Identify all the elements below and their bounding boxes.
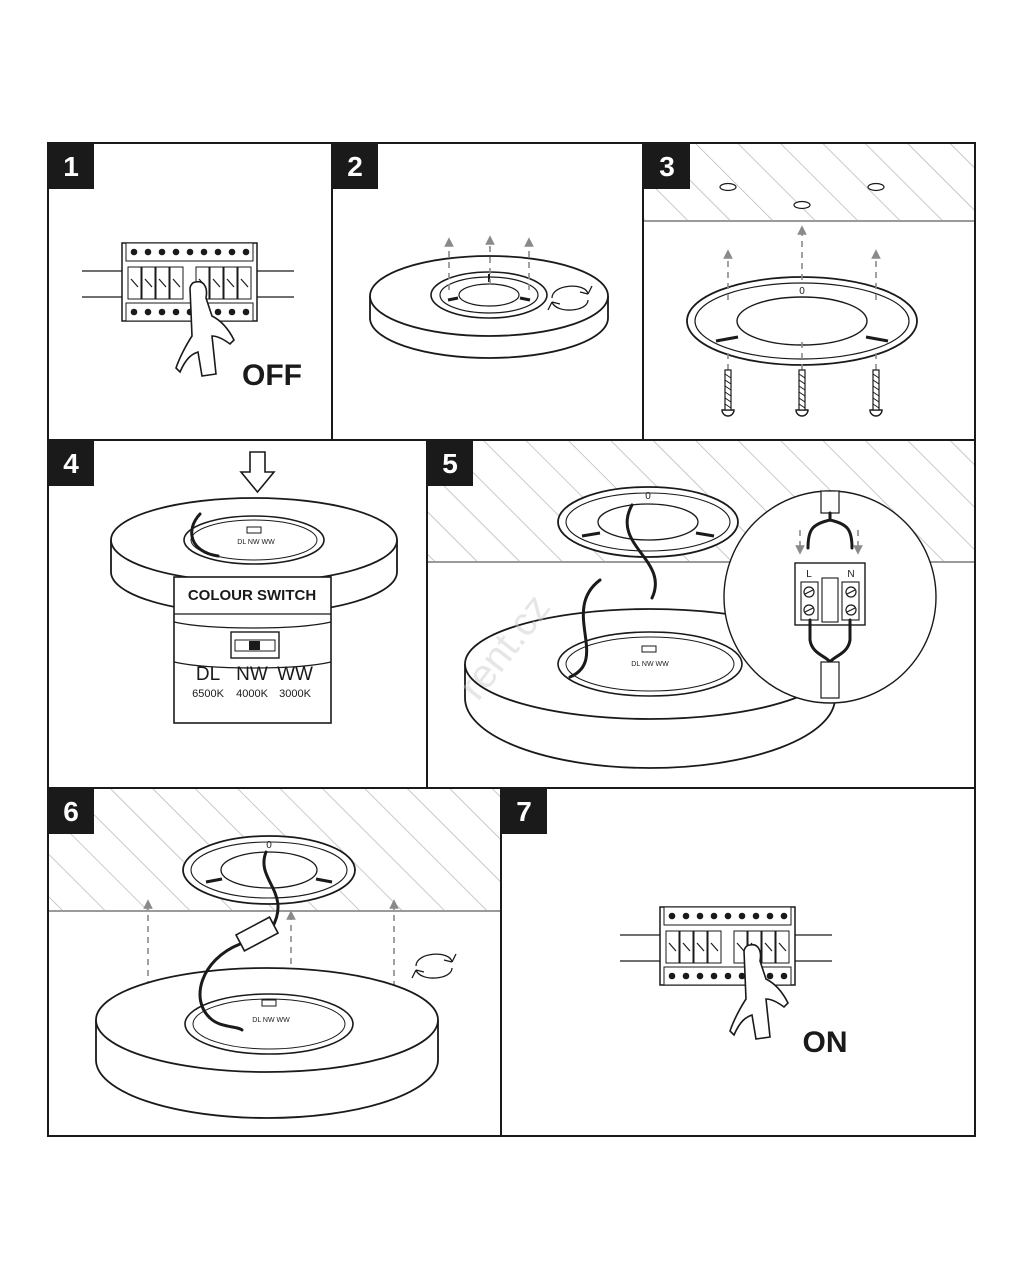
svg-text:0: 0 xyxy=(645,491,651,502)
step-1-number: 1 xyxy=(63,151,79,182)
breaker-panel-off xyxy=(81,242,295,322)
colour-switch-callout: COLOUR SWITCH DL NW WW 6500K 4000K 3000K xyxy=(173,576,332,724)
on-label: ON xyxy=(803,1026,848,1059)
svg-text:0: 0 xyxy=(799,286,805,297)
step-7-number: 7 xyxy=(516,796,532,827)
step-7-panel: 7 ON xyxy=(501,788,848,1059)
supply-wires xyxy=(568,503,657,679)
connected-wires xyxy=(198,850,280,1032)
mounting-arrows xyxy=(444,235,534,290)
switch-small-label: DL NW WW xyxy=(252,1017,290,1024)
ceiling xyxy=(644,144,974,221)
step-1-panel: 1 OFF xyxy=(48,143,302,392)
lamp-body xyxy=(369,255,609,359)
lamp-body: DL NW WW xyxy=(95,967,439,1119)
step-3-panel: 3 0 xyxy=(644,143,974,417)
mode-dl-label: DL xyxy=(196,664,220,685)
mounting-plate: 0 xyxy=(557,486,739,558)
down-arrow-icon xyxy=(239,451,276,494)
rotate-icon xyxy=(411,953,457,979)
step-5-badge xyxy=(427,440,473,486)
mode-ww-temp: 3000K xyxy=(279,688,311,700)
mounting-arrows xyxy=(143,899,399,1020)
step-7-badge xyxy=(501,788,547,834)
mode-nw-label: NW xyxy=(236,664,268,685)
step-4-number: 4 xyxy=(63,448,79,479)
step-2-number: 2 xyxy=(347,151,363,182)
switch-small-label: DL NW WW xyxy=(631,661,669,668)
step-4-badge xyxy=(48,440,94,486)
step-2-panel: 2 xyxy=(332,143,609,359)
step-2-badge xyxy=(332,143,378,189)
step-6-number: 6 xyxy=(63,796,79,827)
mounting-arrows xyxy=(723,225,881,370)
off-label: OFF xyxy=(242,359,302,392)
screw-icons xyxy=(721,369,883,417)
terminal-block-detail: L N xyxy=(723,490,937,704)
step-6-panel: 6 0 DL NW WW xyxy=(48,788,500,1119)
mounting-plate: 0 xyxy=(182,835,356,905)
colour-switch-title: COLOUR SWITCH xyxy=(188,587,316,604)
terminal-neutral-label: N xyxy=(847,569,854,580)
breaker-panel-on xyxy=(619,906,833,986)
step-3-badge xyxy=(644,143,690,189)
step-4-panel: 4 DL NW WW COLOUR SWITCH DL NW WW xyxy=(48,440,398,724)
step-3-number: 3 xyxy=(659,151,675,182)
mode-ww-label: WW xyxy=(277,664,313,685)
switch-small-label: DL NW WW xyxy=(237,539,275,546)
step-5-panel: 5 0 DL NW WW rent.cz xyxy=(427,440,974,769)
mode-dl-temp: 6500K xyxy=(192,688,224,700)
step-1-badge xyxy=(48,143,94,189)
ceiling-holes xyxy=(719,182,885,210)
svg-text:0: 0 xyxy=(266,840,272,851)
terminal-live-label: L xyxy=(806,569,812,580)
colour-switch-icon xyxy=(230,631,280,659)
mode-nw-temp: 4000K xyxy=(236,688,268,700)
connector-icon xyxy=(234,916,280,952)
step-5-number: 5 xyxy=(442,448,458,479)
mounting-plate: 0 xyxy=(686,276,918,366)
step-6-badge xyxy=(48,788,94,834)
